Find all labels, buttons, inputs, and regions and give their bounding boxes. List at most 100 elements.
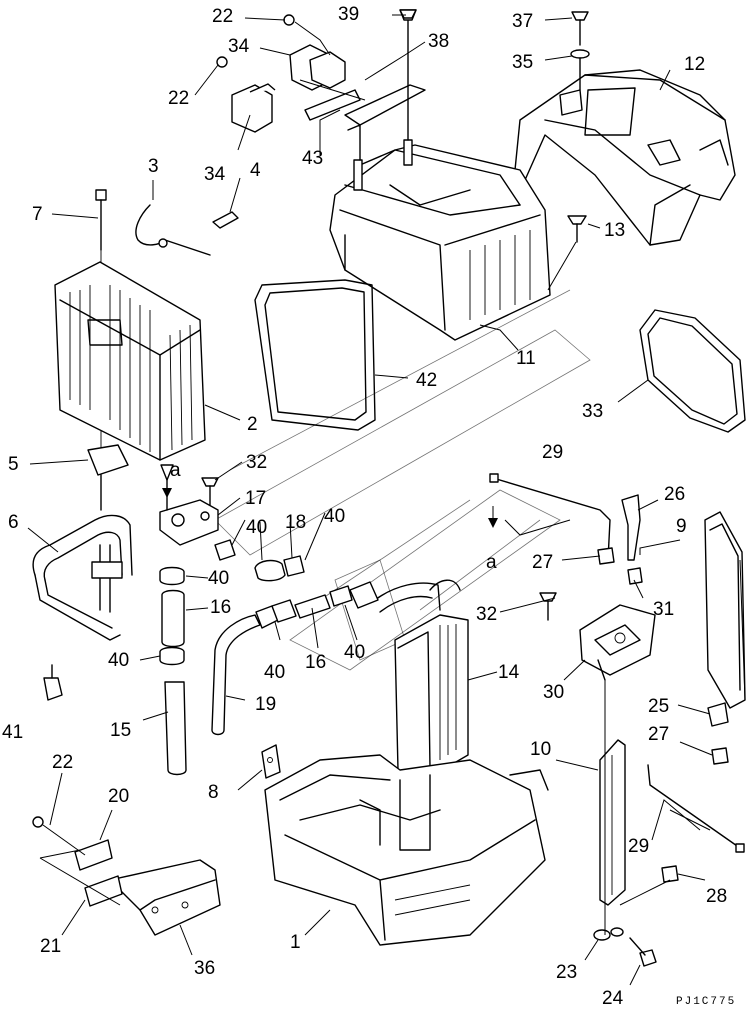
lever-25 xyxy=(707,702,729,727)
label: 36 xyxy=(194,958,215,979)
pipe-assembly-6 xyxy=(32,514,133,641)
label: 43 xyxy=(302,148,323,169)
label: a xyxy=(170,460,181,481)
bracket-36 xyxy=(109,859,221,936)
label: 8 xyxy=(208,782,219,803)
label: a xyxy=(486,552,497,573)
label: 4 xyxy=(250,160,261,181)
screw-22a xyxy=(283,14,295,26)
reference-arrow-a-right xyxy=(488,506,498,528)
clip-27-lower xyxy=(711,747,729,765)
label: 19 xyxy=(255,694,276,715)
gasket-42 xyxy=(254,279,376,431)
label: 10 xyxy=(530,739,551,760)
label: 40 xyxy=(246,517,267,538)
callout-labels: 1 2 3 4 5 6 7 8 9 10 11 12 13 14 15 16 1… xyxy=(2,4,727,1009)
label: 32 xyxy=(476,604,497,625)
clip-31 xyxy=(627,567,643,585)
clamp-40-a xyxy=(159,566,185,586)
label: 40 xyxy=(344,642,365,663)
label: 5 xyxy=(8,454,19,475)
screw-13 xyxy=(567,215,587,243)
label: 29 xyxy=(542,442,563,463)
label: 23 xyxy=(556,962,577,983)
label: 40 xyxy=(324,506,345,527)
label: 40 xyxy=(264,662,285,683)
label: 13 xyxy=(604,220,625,241)
washer-35 xyxy=(570,49,590,91)
label: 34 xyxy=(228,36,250,57)
evaporator-core-2 xyxy=(54,261,206,461)
label: 40 xyxy=(108,650,129,671)
label: 16 xyxy=(210,597,231,618)
relay-34-upper xyxy=(289,44,346,91)
cover-11 xyxy=(329,139,551,341)
label: 16 xyxy=(305,652,326,673)
label: 25 xyxy=(648,696,669,717)
label: 40 xyxy=(208,568,229,589)
clip-20 xyxy=(74,839,113,871)
label: 37 xyxy=(512,11,533,32)
relay-34-lower xyxy=(231,83,276,133)
clip-27-upper xyxy=(597,547,615,565)
actuator-30 xyxy=(579,604,656,681)
heater-core-14 xyxy=(349,579,469,781)
hose-18 xyxy=(254,555,305,582)
label: 21 xyxy=(40,936,61,957)
label: 7 xyxy=(32,204,43,225)
expansion-valve-5 xyxy=(87,444,129,511)
label: 20 xyxy=(108,786,129,807)
label: 22 xyxy=(52,752,73,773)
label: 22 xyxy=(212,6,233,27)
link-26 xyxy=(621,494,641,561)
label: 38 xyxy=(428,31,449,52)
leader-lines xyxy=(27,14,746,986)
heater-case-1 xyxy=(264,754,549,946)
clip-28 xyxy=(661,865,679,883)
figure-code: PJ1C775 xyxy=(676,996,736,1008)
cable-29-lower xyxy=(647,764,745,853)
cable-29-upper xyxy=(489,473,611,561)
label: 2 xyxy=(247,414,258,435)
hose-16-a xyxy=(161,589,185,648)
label: 33 xyxy=(582,401,603,422)
label: 32 xyxy=(246,452,267,473)
label: 14 xyxy=(498,662,520,683)
label: 41 xyxy=(2,722,23,743)
clip-21 xyxy=(84,875,123,907)
label: 6 xyxy=(8,512,19,533)
screw-22c xyxy=(32,816,44,828)
clip-8 xyxy=(261,744,281,779)
label: 35 xyxy=(512,52,533,73)
label: 39 xyxy=(338,4,359,25)
clip-4 xyxy=(212,211,239,229)
reference-arrow-a-left xyxy=(162,478,172,498)
label: 22 xyxy=(168,88,189,109)
label: 30 xyxy=(543,682,564,703)
door-9 xyxy=(704,511,746,709)
upper-cover-12 xyxy=(514,69,736,246)
label: 29 xyxy=(628,836,649,857)
clamp-40-b xyxy=(159,646,185,666)
label: 12 xyxy=(684,54,705,75)
label: 18 xyxy=(285,512,306,533)
label: 15 xyxy=(110,720,131,741)
hose-15 xyxy=(164,681,187,776)
label: 26 xyxy=(664,484,685,505)
seal-43 xyxy=(304,89,361,121)
screw-32-top xyxy=(201,477,219,506)
label: 28 xyxy=(706,886,727,907)
switch-41 xyxy=(43,664,63,701)
screw-32-mid xyxy=(539,592,557,621)
bracket-38 xyxy=(344,9,426,161)
label: 31 xyxy=(653,599,674,620)
screw-37 xyxy=(571,11,589,46)
sensor-3 xyxy=(135,204,211,256)
clamp-18 xyxy=(214,539,236,561)
label: 11 xyxy=(516,348,536,369)
screw-22b xyxy=(216,56,228,68)
ring-gasket-33 xyxy=(639,309,746,433)
door-10 xyxy=(599,739,626,906)
label: 24 xyxy=(602,988,624,1009)
